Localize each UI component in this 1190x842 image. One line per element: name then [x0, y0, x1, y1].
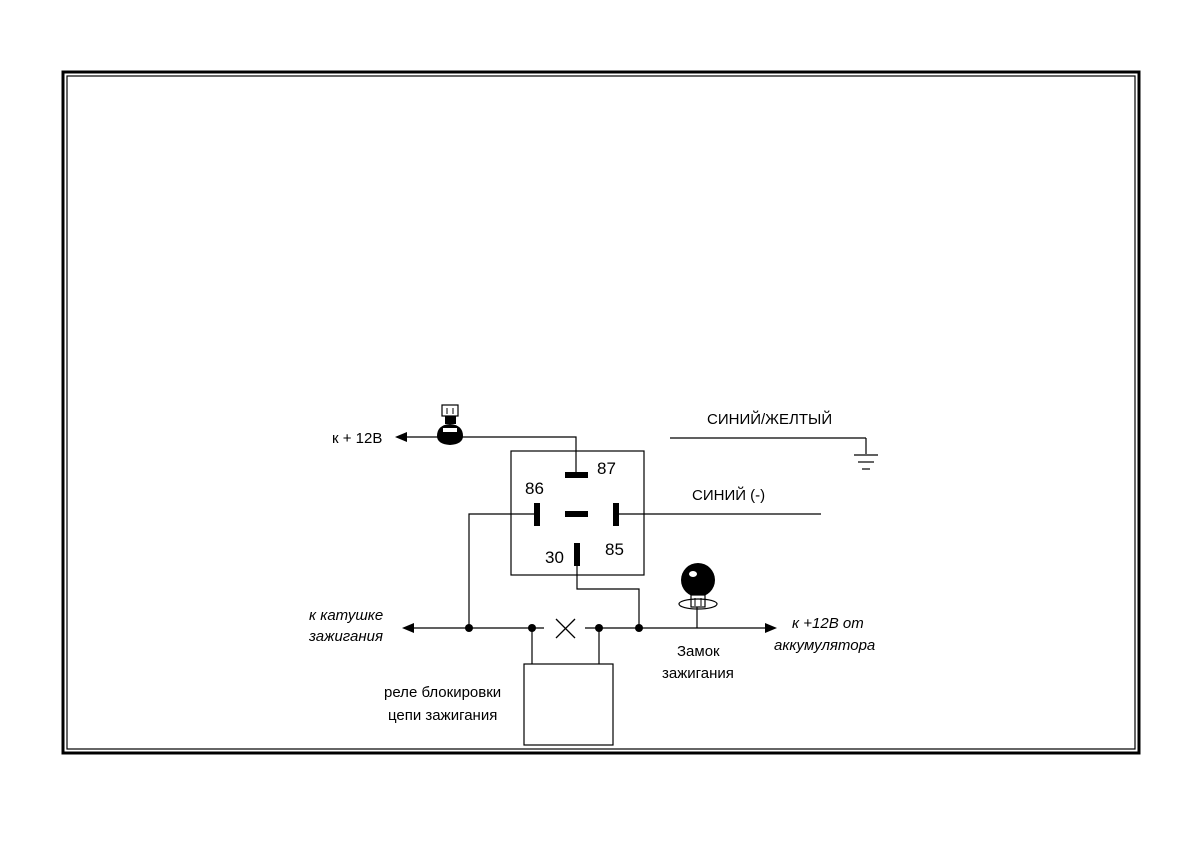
wire-blue-label: СИНИЙ (-) [692, 486, 765, 504]
relay-label-line1: реле блокировки [384, 684, 501, 701]
relay-pin-87 [565, 472, 588, 478]
junction-dot [635, 624, 643, 632]
wire-87 [405, 436, 577, 472]
wire-30 [576, 566, 640, 628]
lock-label-line1: Замок [677, 643, 720, 660]
frame-inner [66, 75, 1136, 750]
ground-icon [854, 454, 878, 470]
battery-label-line1: к +12В от [792, 615, 864, 632]
pin-85-label: 85 [605, 540, 624, 559]
wire-86 [468, 513, 534, 628]
battery-label-line2: аккумулятора [774, 637, 875, 654]
lock-label-line2: зажигания [662, 665, 734, 682]
junction-dot [465, 624, 473, 632]
wire-blue-yellow-label: СИНИЙ/ЖЕЛТЫЙ [707, 410, 832, 428]
ignition-key-icon [678, 563, 718, 610]
arrow-12v-left [395, 432, 407, 442]
fuse-icon [437, 404, 463, 445]
cut-mark-icon [555, 618, 576, 639]
arrow-coil [402, 623, 414, 633]
relay-pin-85 [613, 503, 619, 526]
pin-86-label: 86 [525, 479, 544, 498]
pin-87-label: 87 [597, 459, 616, 478]
relay-pin-30 [574, 543, 580, 566]
relay-label-line2: цепи зажигания [388, 707, 497, 724]
coil-label-line2: зажигания [308, 628, 383, 645]
arrow-battery [765, 623, 777, 633]
junction-dot [595, 624, 603, 632]
junction-dot [528, 624, 536, 632]
relay-pin-86 [534, 503, 540, 526]
plus12v-left-label: к + 12В [332, 430, 382, 447]
blocking-relay-box [523, 663, 614, 746]
relay-pin-center [565, 511, 588, 517]
coil-label-line1: к катушке [309, 607, 383, 624]
pin-30-label: 30 [545, 548, 564, 567]
frame-outer [61, 70, 1141, 755]
